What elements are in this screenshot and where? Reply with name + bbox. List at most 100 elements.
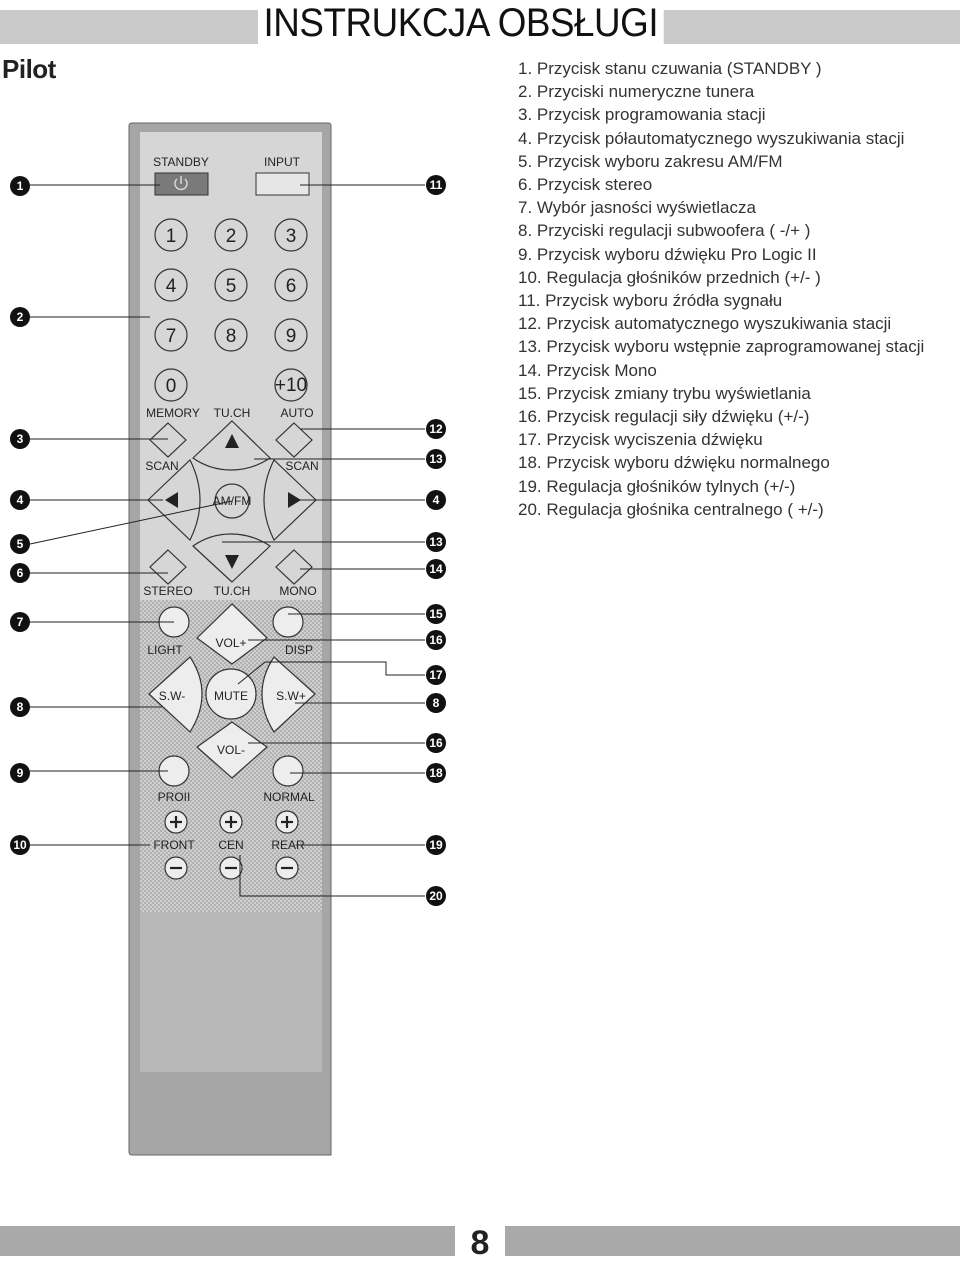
mono-label: MONO: [279, 584, 316, 598]
subwoofer-down-button[interactable]: [148, 656, 203, 733]
digit-1-button[interactable]: [154, 218, 188, 252]
cen-label: CEN: [218, 838, 243, 852]
digit-2-button[interactable]: [214, 218, 248, 252]
callout-badge: [426, 835, 446, 855]
digit-7-button[interactable]: [154, 318, 188, 352]
callout-badge: [426, 886, 446, 906]
callout-badge: [426, 419, 446, 439]
callout-number: 15: [429, 607, 443, 621]
mute-button[interactable]: [205, 668, 257, 720]
leader-line-20: [239, 855, 425, 897]
callout-number: 20: [429, 889, 443, 903]
callout-number: 17: [429, 668, 443, 682]
input-button[interactable]: [255, 172, 310, 196]
digit-label: 9: [286, 326, 297, 347]
digit-6-button[interactable]: [274, 268, 308, 302]
callout-badge: [10, 563, 30, 583]
arrow-up-icon: [225, 434, 239, 448]
rear-label: REAR: [271, 838, 305, 852]
memory-button[interactable]: [149, 422, 187, 458]
legend-item: 15. Przycisk zmiany trybu wyświetlania: [518, 383, 811, 403]
callout-number: 18: [429, 766, 443, 780]
leader-line-17: [237, 661, 425, 685]
callout-number: 13: [429, 452, 443, 466]
remote-lower-panel: [140, 912, 322, 1072]
disp-label: DISP: [285, 643, 313, 657]
callout-number: 13: [429, 535, 443, 549]
plus10-button[interactable]: [274, 368, 308, 402]
power-icon: [174, 176, 188, 191]
callout-badge: [426, 693, 446, 713]
proii-label: PROII: [158, 790, 191, 804]
digit-9-button[interactable]: [274, 318, 308, 352]
callout-number: 2: [17, 310, 24, 324]
digit-4-button[interactable]: [154, 268, 188, 302]
callout-number: 12: [429, 422, 443, 436]
normal-button[interactable]: [272, 755, 304, 787]
memory-label: MEMORY: [146, 406, 200, 420]
front-label: FRONT: [153, 838, 195, 852]
footer-bar: 8: [0, 1221, 960, 1267]
subwoofer-up-button[interactable]: [261, 656, 316, 733]
callout-badge: [426, 532, 446, 552]
legend-item: 3. Przycisk programowania stacji: [518, 105, 766, 125]
mono-button[interactable]: [275, 549, 313, 585]
arrow-down-icon: [225, 555, 239, 569]
normal-label: NORMAL: [263, 790, 315, 804]
swp-label: S.W+: [276, 689, 306, 703]
callout-number: 10: [13, 838, 27, 852]
volume-down-button[interactable]: [196, 721, 268, 779]
digit-8-button[interactable]: [214, 318, 248, 352]
legend-item: 11. Przycisk wyboru źródła sygnału: [518, 291, 783, 311]
tuch-bottom-label: TU.CH: [214, 584, 251, 598]
mute-label: MUTE: [214, 689, 248, 703]
digit-label: 4: [166, 276, 177, 297]
legend-item: 6. Przycisk stereo: [518, 175, 653, 195]
callout-badge: [426, 490, 446, 510]
legend-item: 17. Przycisk wyciszenia dźwięku: [518, 430, 763, 450]
arrow-right-icon: [288, 492, 301, 508]
callout-badge: [10, 307, 30, 327]
disp-button[interactable]: [272, 606, 304, 638]
callout-badge: [10, 429, 30, 449]
legend-item: 10. Regulacja głośników przednich (+/- ): [518, 267, 821, 287]
legend-item: 12. Przycisk automatycznego wyszukiwania…: [518, 314, 892, 334]
callout-number: 1: [17, 179, 24, 193]
callout-number: 6: [17, 566, 24, 580]
callout-badge: [10, 835, 30, 855]
callout-badge: [10, 612, 30, 632]
callout-badge: [426, 175, 446, 195]
volp-label: VOL+: [215, 636, 246, 650]
callout-badge: [426, 665, 446, 685]
section-title: Pilot: [2, 54, 56, 84]
digit-label: 3: [286, 226, 297, 247]
standby-button[interactable]: [154, 172, 209, 196]
digit-label: 6: [286, 276, 297, 297]
digit-3-button[interactable]: [274, 218, 308, 252]
callout-badge: [426, 630, 446, 650]
legend-item: 5. Przycisk wyboru zakresu AM/FM: [518, 151, 783, 171]
callout-badge: [426, 559, 446, 579]
callout-badge: [426, 763, 446, 783]
callout-number: 8: [17, 700, 24, 714]
volume-up-button[interactable]: [196, 603, 268, 665]
callout-number: 19: [429, 838, 443, 852]
plus-icon: [225, 816, 237, 828]
auto-label: AUTO: [280, 406, 313, 420]
legend-list: 1. Przycisk stanu czuwania (STANDBY ) 2.…: [518, 57, 924, 521]
digit-0-button[interactable]: [154, 368, 188, 402]
digit-label: 7: [166, 326, 177, 347]
plus10-label: +10: [275, 375, 307, 396]
digit-5-button[interactable]: [214, 268, 248, 302]
callout-badge: [10, 763, 30, 783]
legend-item: 14. Przycisk Mono: [518, 360, 657, 380]
digit-label: 5: [226, 276, 237, 297]
legend-item: 13. Przycisk wyboru wstępnie zaprogramow…: [518, 337, 925, 357]
remote-diagram: STANDBY INPUT 1 2 3 4 5 6 7 8 9 0 +10 ME…: [10, 122, 446, 1156]
callout-number: 3: [17, 432, 24, 446]
auto-button[interactable]: [275, 422, 313, 458]
callout-number: 9: [17, 766, 24, 780]
volm-label: VOL-: [217, 743, 245, 757]
callout-badge: [10, 534, 30, 554]
stereo-button[interactable]: [149, 549, 187, 585]
